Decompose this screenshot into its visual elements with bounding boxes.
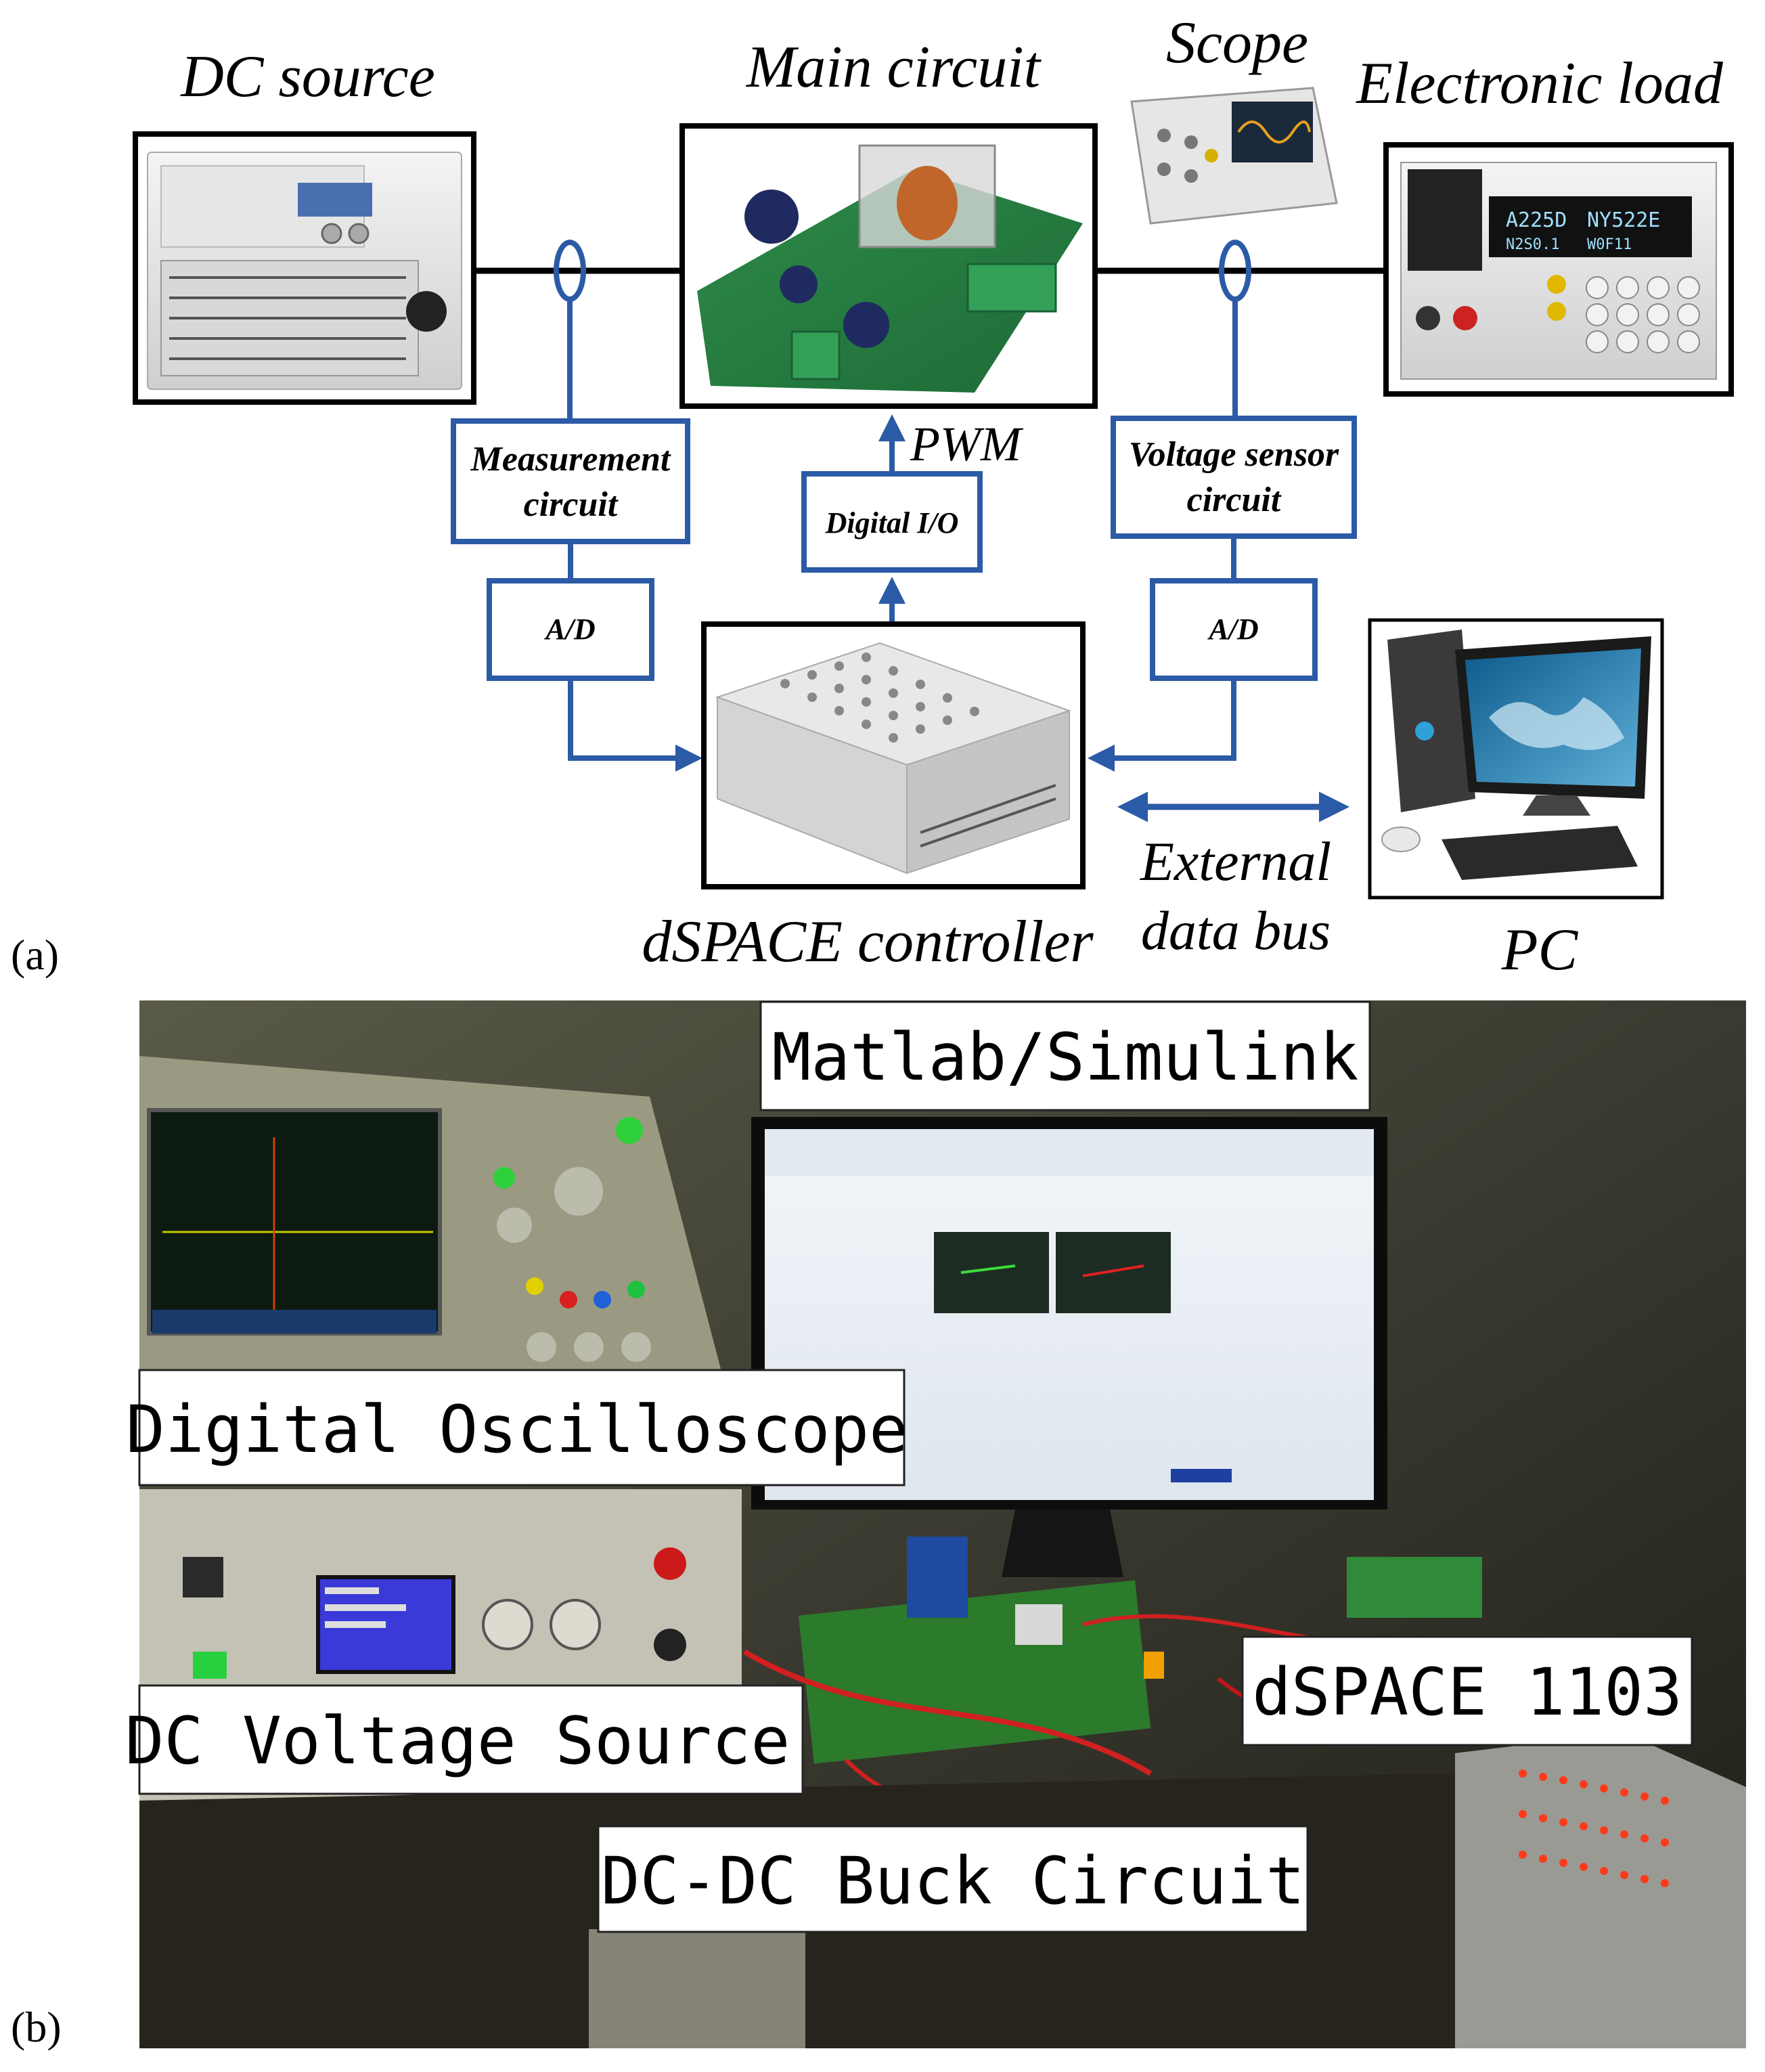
electronic-load-title: Electronic load <box>1355 51 1724 116</box>
voltage-sensor-line1: Voltage sensor <box>1129 435 1339 474</box>
oscilloscope-callout: Digital Oscilloscope <box>126 1392 908 1468</box>
dspace-callout-box <box>1241 1635 1693 1746</box>
dc-source-title: DC source <box>180 44 435 110</box>
main-circuit-block <box>679 123 1098 409</box>
scope-title: Scope <box>1166 10 1308 76</box>
matlab-callout: Matlab/Simulink <box>772 1019 1359 1095</box>
dspace-callout: dSPACE 1103 <box>1252 1654 1682 1730</box>
dspace-controller-block <box>701 621 1086 889</box>
pwm-label: PWM <box>910 417 1024 471</box>
load-display-2: NY522E <box>1587 208 1660 232</box>
electronic-load-block: A225D NY522E N2S0.1 W0F11 <box>1383 142 1734 397</box>
buck-callout-box <box>597 1825 1309 1933</box>
ad-left-to-dspace <box>568 678 702 772</box>
measurement-line2: circuit <box>524 485 619 524</box>
dspace-1103-photo <box>1455 1733 1746 2048</box>
block-diagram: DC source Main circuit Scope A225D NY522… <box>11 10 1734 983</box>
panel-b-label: (b) <box>11 2003 62 2051</box>
load-display-3: N2S0.1 <box>1506 236 1559 253</box>
oscilloscope-photo <box>139 1056 731 1408</box>
ad-left-label: A/D <box>543 613 595 646</box>
ad-left-box <box>487 578 654 681</box>
voltage-sensor-box <box>1111 416 1357 539</box>
dspace-controller-title: dSPACE controller <box>642 909 1094 975</box>
pc-title: PC <box>1501 917 1579 983</box>
matlab-callout-box <box>759 1000 1371 1111</box>
load-display-4: W0F11 <box>1587 236 1632 253</box>
main-circuit-title: Main circuit <box>745 35 1042 100</box>
voltage-sensor-line2: circuit <box>1187 481 1282 519</box>
buck-callout: DC-DC Buck Circuit <box>601 1843 1305 1919</box>
measurement-line1: Measurement <box>470 440 671 479</box>
ad-right-label: A/D <box>1207 613 1258 646</box>
dc-voltage-callout-box <box>138 1684 804 1795</box>
scope-image <box>1130 87 1338 225</box>
dc-source-block <box>133 131 476 405</box>
digital-io-box <box>801 471 983 573</box>
ad-right-to-dspace <box>1088 678 1236 772</box>
digital-io-label: Digital I/O <box>825 506 959 539</box>
pc-block <box>1368 618 1664 900</box>
external-line1: External <box>1140 831 1331 892</box>
dc-voltage-callout: DC Voltage Source <box>125 1703 790 1779</box>
load-display-1: A225D <box>1506 208 1567 232</box>
monitor-photo <box>751 1117 1387 1577</box>
paper-photo <box>589 1929 805 2048</box>
oscilloscope-callout-box <box>138 1369 906 1486</box>
panel-a-label: (a) <box>11 931 59 979</box>
external-line2: data bus <box>1141 900 1331 961</box>
